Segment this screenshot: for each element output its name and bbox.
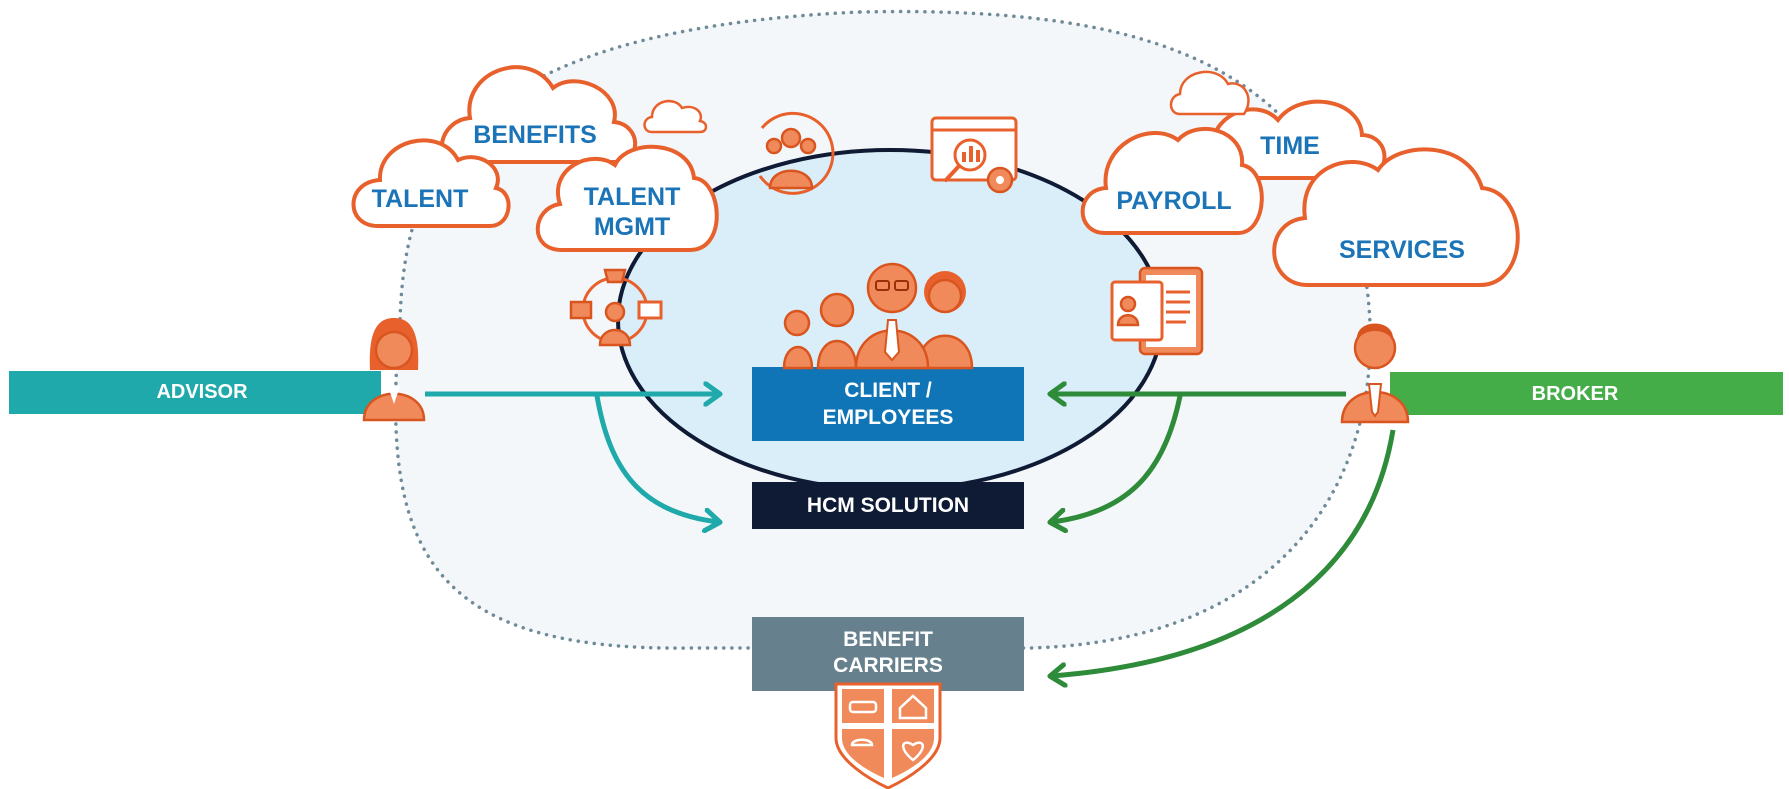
employees-group-icon <box>782 262 974 370</box>
carriers-label-line2: CARRIERS <box>833 654 943 677</box>
cloud-talent-mgmt-line2: MGMT <box>594 213 670 241</box>
broker-to-carriers-arrow <box>1052 429 1396 676</box>
broker-label: BROKER <box>1532 383 1619 405</box>
broker-bar <box>1390 372 1783 415</box>
hcm-solution-label: HCM SOLUTION <box>807 494 969 517</box>
cloud-talent-label: TALENT <box>372 185 469 213</box>
advisor-to-hcm-arrow <box>594 395 718 522</box>
advisor-person-icon <box>362 318 426 422</box>
cloud-services-label: SERVICES <box>1339 236 1465 264</box>
insurance-shield-icon <box>834 682 942 789</box>
cloud-time-label: TIME <box>1260 132 1320 160</box>
cloud-benefits: BENEFITS <box>440 65 638 164</box>
cloud-talent-mgmt: TALENT MGMT <box>535 144 719 252</box>
hcm-solution-box <box>752 482 1024 529</box>
cloud-payroll-label: PAYROLL <box>1116 187 1231 215</box>
advisor-bar <box>9 371 381 414</box>
cloud-payroll: PAYROLL <box>1080 126 1264 235</box>
team-meeting-icon <box>758 111 835 195</box>
cloud-talent: TALENT <box>351 138 511 228</box>
client-label-line1: CLIENT / <box>844 379 932 402</box>
cloud-benefits-label: BENEFITS <box>473 121 597 149</box>
analytics-dashboard-icon <box>930 116 1018 194</box>
client-employees-box <box>752 367 1024 441</box>
client-label-line2: EMPLOYEES <box>823 406 954 429</box>
small-cloud-icon <box>643 99 708 134</box>
small-cloud-top-right <box>1169 70 1250 116</box>
advisor-label: ADVISOR <box>156 381 248 403</box>
employee-profile-tablet-icon <box>1110 266 1204 356</box>
carriers-label-line1: BENEFIT <box>843 628 933 651</box>
cloud-talent-mgmt-line1: TALENT <box>584 183 681 211</box>
broker-to-hcm-arrow <box>1052 395 1183 522</box>
broker-person-icon <box>1340 323 1410 424</box>
benefit-carriers-box <box>752 617 1024 691</box>
cloud-services: SERVICES <box>1272 147 1520 287</box>
talent-management-icon <box>569 268 663 347</box>
